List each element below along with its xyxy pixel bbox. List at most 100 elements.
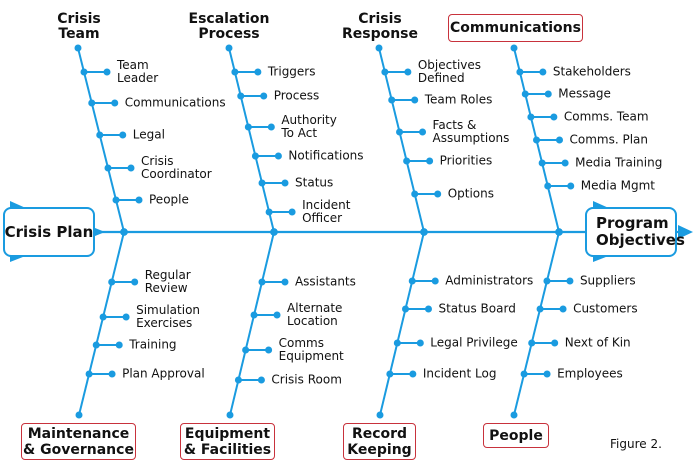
sub-branch-end-dot xyxy=(267,123,275,131)
bone-end-dot xyxy=(226,411,234,419)
category-record-keeping: Record Keeping xyxy=(343,423,416,460)
category-people-label: People xyxy=(489,427,543,444)
sub-branch-junction-dot xyxy=(411,190,419,198)
cause-item: Employees xyxy=(557,366,623,381)
sub-branch-end-dot xyxy=(424,305,432,313)
sub-branch-end-dot xyxy=(265,346,273,354)
tail-box-crisis-plan: Crisis Plan xyxy=(3,207,95,257)
sub-branch-end-dot xyxy=(111,99,119,107)
sub-branch-end-dot xyxy=(566,277,574,285)
cause-item: Notifications xyxy=(288,148,364,163)
bone-end-dot xyxy=(510,44,518,52)
sub-branch-junction-dot xyxy=(88,99,96,107)
category-record-label: Record Keeping xyxy=(347,425,412,458)
sub-branch-junction-dot xyxy=(265,208,273,216)
cause-item: Status xyxy=(295,175,334,190)
cause-item: Crisis Room xyxy=(271,372,342,387)
cause-item: Assistants xyxy=(294,274,356,289)
sub-branch-end-dot xyxy=(426,157,434,165)
cause-item: Simulation Exercises xyxy=(136,303,201,330)
sub-branch-end-dot xyxy=(434,190,442,198)
cause-item: Process xyxy=(273,88,320,103)
sub-branch-end-dot xyxy=(257,376,265,384)
cause-item: Team Leader xyxy=(117,58,159,85)
bone-top-1 xyxy=(228,47,275,233)
cause-item: Next of Kin xyxy=(564,335,631,350)
sub-branch-end-dot xyxy=(543,370,551,378)
sub-branch-junction-dot xyxy=(112,196,120,204)
sub-branch-end-dot xyxy=(127,164,135,172)
head-box-program-objectives: Program Objectives xyxy=(585,207,685,257)
sub-branch-junction-dot xyxy=(396,128,404,136)
cause-item: Legal xyxy=(132,127,165,142)
cause-item: Triggers xyxy=(267,64,316,79)
cause-item: Regular Review xyxy=(144,268,191,295)
sub-branch-junction-dot xyxy=(85,370,93,378)
sub-branch-junction-dot xyxy=(242,346,250,354)
sub-branch-junction-dot xyxy=(99,313,107,321)
cause-item: Administrators xyxy=(445,273,534,288)
sub-branch-junction-dot xyxy=(408,277,416,285)
cause-item: Media Training xyxy=(575,155,663,170)
sub-branch-end-dot xyxy=(404,68,412,76)
sub-branch-junction-dot xyxy=(527,113,535,121)
sub-branch-junction-dot xyxy=(104,164,112,172)
spine-junction-dot xyxy=(555,228,563,236)
sub-branch-end-dot xyxy=(254,68,262,76)
sub-branch-junction-dot xyxy=(520,370,528,378)
sub-branch-end-dot xyxy=(556,136,563,144)
category-crisis-response: Crisis Response xyxy=(341,11,419,42)
figure-caption: Figure 2. xyxy=(610,437,662,451)
sub-branch-junction-dot xyxy=(386,370,394,378)
sub-branch-junction-dot xyxy=(234,376,242,384)
head-label: Program Objectives xyxy=(596,214,685,249)
cause-item: Comms Equipment xyxy=(278,336,344,363)
sub-branch-end-dot xyxy=(103,68,111,76)
sub-branch-junction-dot xyxy=(251,152,259,160)
category-crisis-team: Crisis Team xyxy=(57,11,101,42)
sub-branch-junction-dot xyxy=(536,305,544,313)
sub-branch-end-dot xyxy=(273,311,281,319)
spine-junction-dot xyxy=(420,228,428,236)
sub-branch-junction-dot xyxy=(388,96,396,104)
sub-branch-end-dot xyxy=(281,179,289,187)
tail-label: Crisis Plan xyxy=(4,222,94,241)
sub-branch-junction-dot xyxy=(533,136,540,144)
bone-top-2 xyxy=(378,47,425,233)
bone-end-dot xyxy=(375,44,383,52)
sub-branch-end-dot xyxy=(115,341,123,349)
sub-branch-end-dot xyxy=(567,182,575,190)
sub-branch-junction-dot xyxy=(381,68,389,76)
bone-end-dot xyxy=(74,44,82,52)
category-people: People xyxy=(483,423,549,448)
sub-branch-end-dot xyxy=(411,96,419,104)
sub-branch-junction-dot xyxy=(92,341,100,349)
sub-branch-junction-dot xyxy=(231,68,239,76)
sub-branch-end-dot xyxy=(281,278,289,286)
sub-branch-junction-dot xyxy=(244,123,252,131)
bone-end-dot xyxy=(225,44,233,52)
sub-branch-end-dot xyxy=(409,370,417,378)
cause-item: Suppliers xyxy=(579,273,636,288)
sub-branch-end-dot xyxy=(539,68,547,76)
category-maintenance-governance: Maintenance & Governance xyxy=(21,423,136,460)
cause-item: Communications xyxy=(124,95,226,110)
cause-item: Media Mgmt xyxy=(580,178,655,193)
sub-branch-end-dot xyxy=(544,90,552,98)
sub-branch-junction-dot xyxy=(80,68,88,76)
category-communications: Communications xyxy=(448,14,583,42)
bone-bottom-0 xyxy=(78,231,125,416)
sub-branch-end-dot xyxy=(288,208,296,216)
sub-branch-end-dot xyxy=(551,339,559,347)
bone-end-dot xyxy=(376,411,384,419)
sub-branch-end-dot xyxy=(431,277,439,285)
cause-item: Team Roles xyxy=(424,92,493,107)
sub-branch-end-dot xyxy=(260,92,268,100)
cause-item: Options xyxy=(447,186,495,201)
cause-item: Alternate Location xyxy=(287,301,343,328)
cause-item: Customers xyxy=(573,301,638,316)
sub-branch-end-dot xyxy=(122,313,130,321)
cause-item: Stakeholders xyxy=(552,64,631,79)
